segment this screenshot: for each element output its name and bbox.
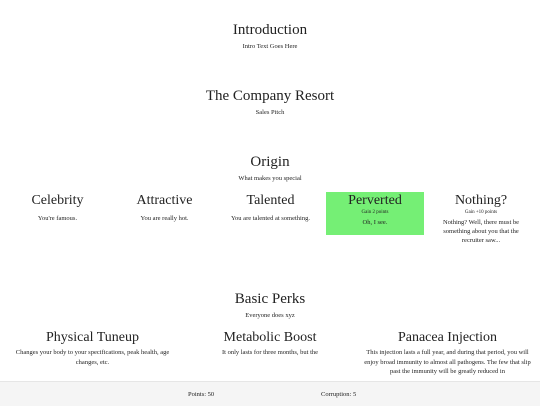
perk-title: Physical Tuneup (46, 330, 139, 345)
perk-panacea-injection[interactable]: Panacea Injection This injection lasts a… (355, 329, 540, 377)
corruption-counter: Corruption: 5 (321, 391, 357, 398)
status-footer: Points: 50 Corruption: 5 (0, 381, 540, 406)
option-title: Attractive (136, 193, 193, 208)
origin-option-perverted[interactable]: Perverted Gain 2 points Oh, I see. (326, 192, 424, 235)
origin-option-nothing[interactable]: Nothing? Gain +10 points Nothing? Well, … (431, 192, 531, 252)
option-title: Nothing? (454, 193, 508, 208)
perks-section: Basic Perks Everyone does xyz (0, 290, 540, 320)
origin-option-celebrity[interactable]: Celebrity You're famous. (0, 192, 115, 234)
perks-title: Basic Perks (234, 291, 306, 307)
option-title: Perverted (348, 193, 402, 208)
origin-section: Origin What makes you special (0, 153, 540, 183)
resort-title: The Company Resort (205, 88, 335, 104)
option-description: You're famous. (37, 215, 78, 222)
perk-physical-tuneup[interactable]: Physical Tuneup Changes your body to you… (0, 329, 185, 367)
option-description: Oh, I see. (362, 219, 388, 226)
perk-metabolic-boost[interactable]: Metabolic Boost It only lasts for three … (185, 329, 355, 358)
perk-description: Changes your body to your specifications… (15, 349, 170, 366)
scroll-content[interactable]: Introduction Intro Text Goes Here The Co… (0, 0, 540, 381)
intro-title: Introduction (232, 22, 308, 38)
perk-description: This injection lasts a full year, and du… (364, 349, 531, 375)
origin-option-attractive[interactable]: Attractive You are really hot. (107, 192, 222, 234)
origin-title: Origin (250, 154, 290, 170)
perk-title: Metabolic Boost (223, 330, 317, 345)
option-gain: Gain 2 points (361, 210, 389, 215)
origin-option-talented[interactable]: Talented You are talented at something. (213, 192, 328, 234)
option-title: Celebrity (31, 193, 84, 208)
intro-subtitle: Intro Text Goes Here (242, 43, 298, 50)
perks-subtitle: Everyone does xyz (245, 312, 295, 319)
option-gain: Gain +10 points (464, 210, 498, 215)
perk-description: It only lasts for three months, but the (221, 349, 319, 356)
option-description: You are really hot. (140, 215, 189, 222)
resort-subtitle: Sales Pitch (255, 109, 285, 116)
option-description: Nothing? Well, there must be something a… (442, 219, 520, 244)
resort-section: The Company Resort Sales Pitch (0, 87, 540, 117)
perk-title: Panacea Injection (397, 330, 498, 345)
points-counter: Points: 50 (188, 391, 215, 398)
option-description: You are talented at something. (231, 215, 310, 222)
origin-subtitle: What makes you special (238, 175, 302, 182)
option-title: Talented (246, 193, 295, 208)
intro-section: Introduction Intro Text Goes Here (0, 21, 540, 51)
